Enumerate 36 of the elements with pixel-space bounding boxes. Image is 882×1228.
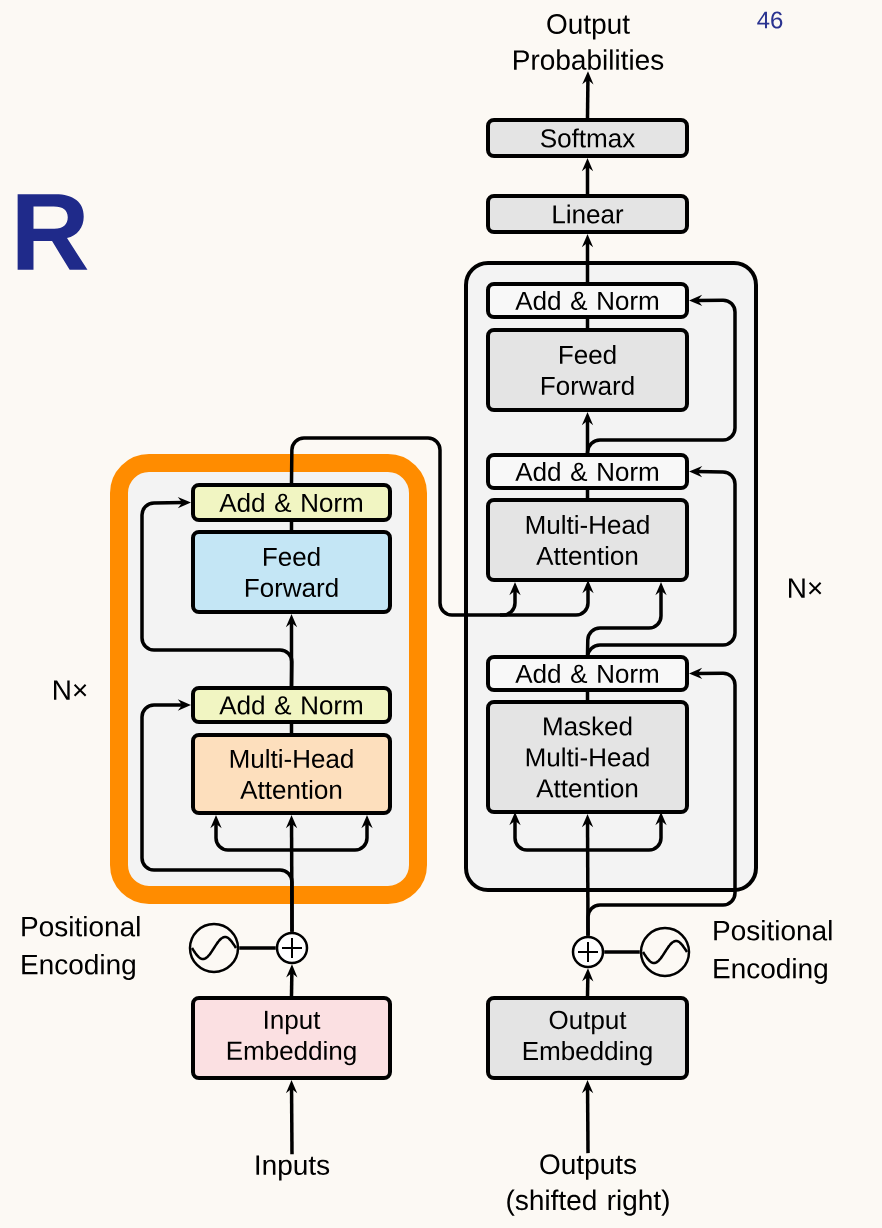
side-label: Positional Encoding	[22, 915, 140, 981]
layer-box: Add & Norm	[191, 483, 392, 522]
layer-box: Multi-Head Attention	[486, 498, 689, 582]
flow-text: Inputs	[256, 1155, 330, 1181]
connector-line	[585, 490, 590, 498]
sine-wave-circle	[188, 922, 240, 974]
arrow	[140, 497, 294, 687]
side-label: N×	[789, 578, 822, 598]
layer-box: Feed Forward	[486, 328, 689, 412]
flow-text: Output Probabilities	[514, 14, 664, 70]
layer-box: Masked Multi-Head Attention	[486, 700, 689, 814]
page-number: 46	[757, 11, 783, 29]
adder-circle	[571, 935, 605, 969]
layer-box: Softmax	[486, 118, 689, 158]
side-label: Positional Encoding	[714, 919, 832, 985]
connector-line	[289, 522, 294, 530]
arrow	[140, 699, 294, 932]
connector-line	[604, 950, 640, 954]
flow-text: Outputs (shifted right)	[507, 1154, 669, 1216]
side-label: N×	[54, 680, 87, 700]
connector-line	[289, 724, 294, 733]
connector-line	[585, 692, 590, 700]
sine-wave-circle	[639, 926, 691, 978]
connector-line	[239, 946, 276, 950]
layer-box: Linear	[486, 194, 689, 234]
layer-box: Input Embedding	[191, 996, 392, 1080]
layer-box: Add & Norm	[486, 282, 689, 319]
connector-line	[585, 319, 590, 328]
layer-box: Multi-Head Attention	[191, 733, 392, 815]
layer-box: Output Embedding	[486, 996, 689, 1080]
layer-box: Feed Forward	[191, 530, 392, 614]
layer-box: Add & Norm	[486, 453, 689, 490]
heading-letter: R	[17, 194, 88, 270]
layer-box: Add & Norm	[486, 655, 689, 692]
layer-box: Add & Norm	[191, 686, 392, 724]
adder-circle	[275, 931, 309, 965]
